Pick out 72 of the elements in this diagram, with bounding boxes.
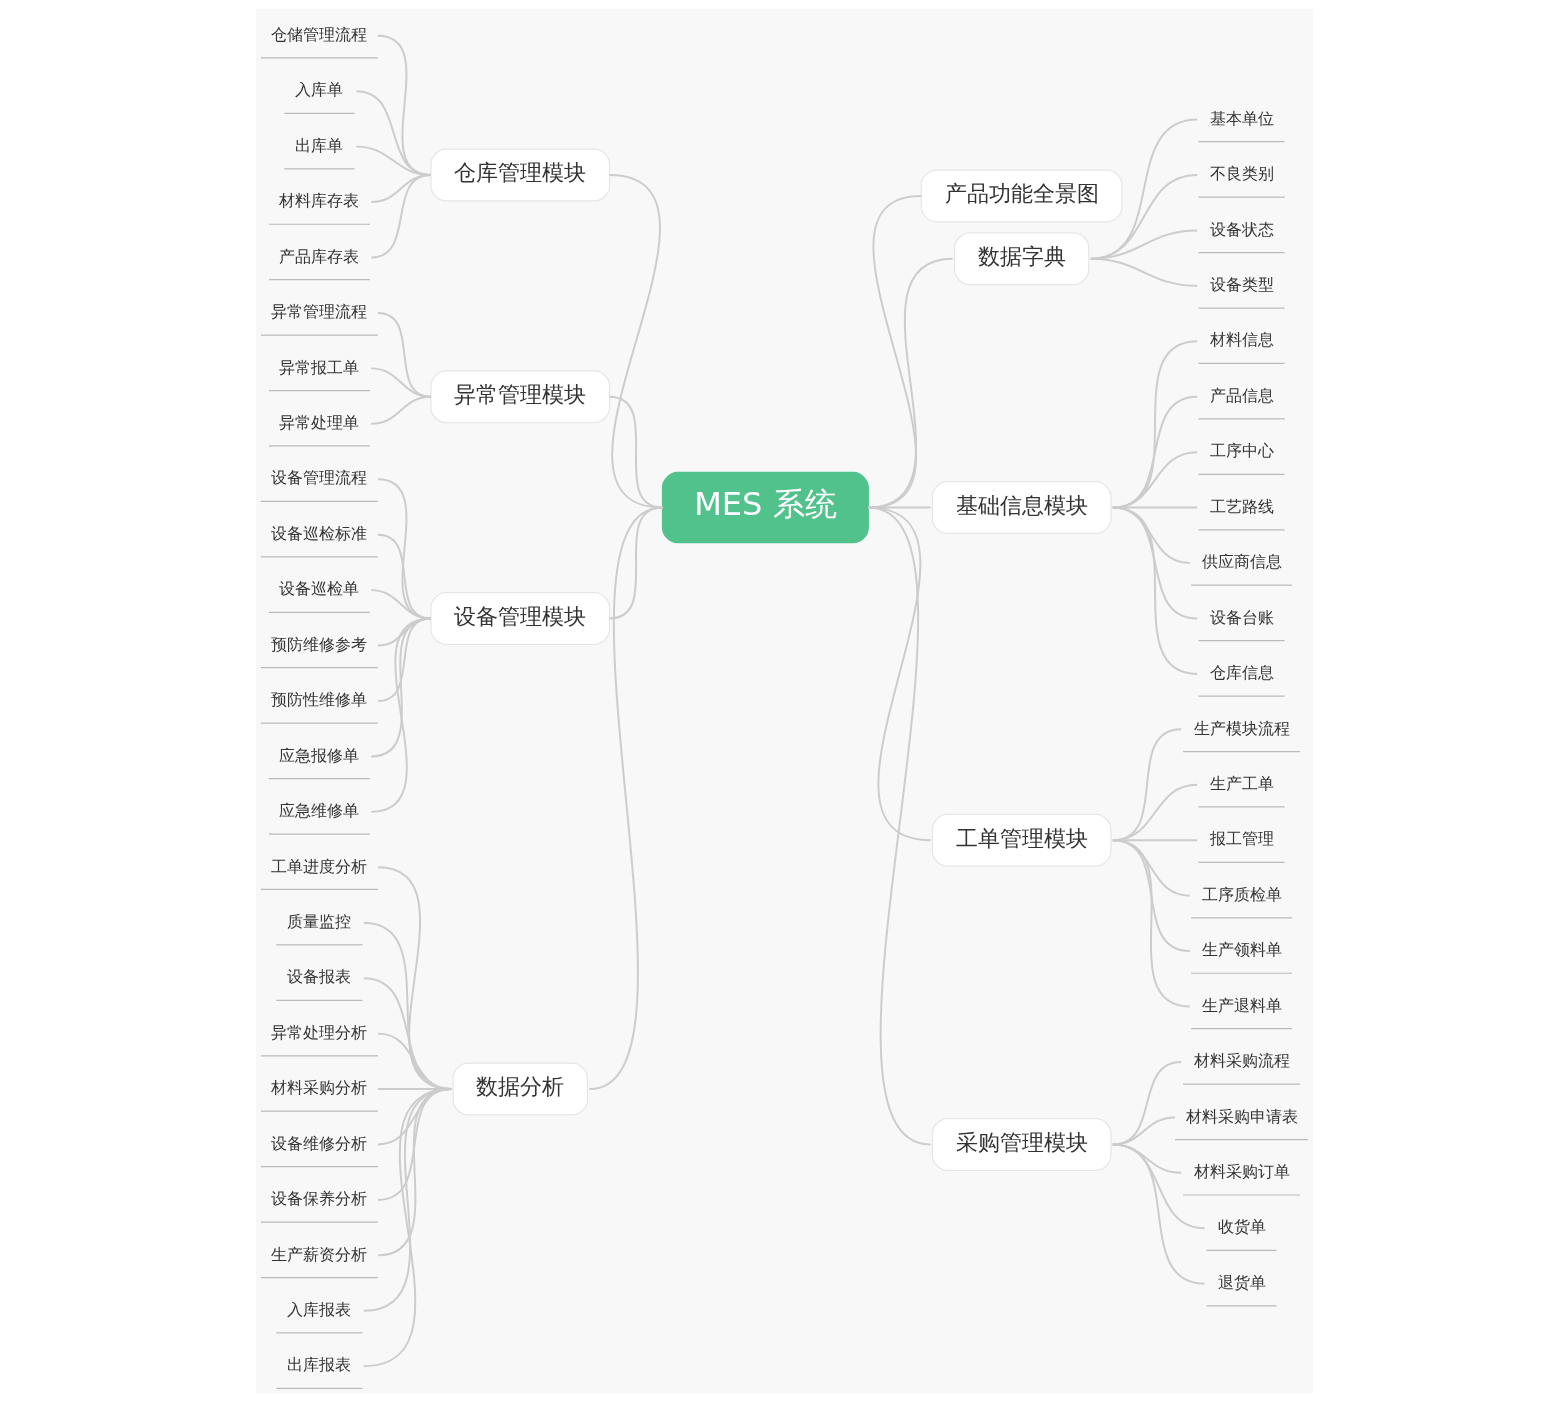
node-text: 材料信息 <box>1209 330 1274 350</box>
node-text: 生产模块流程 <box>1193 718 1290 738</box>
node-text: 异常报工单 <box>278 357 359 377</box>
node-text: 工序中心 <box>1209 441 1274 461</box>
node-text: 仓储管理流程 <box>270 24 367 44</box>
node-box: MES 系统 <box>661 471 869 544</box>
node-box: 数据字典 <box>953 232 1089 286</box>
node-text: 生产工单 <box>1209 773 1274 793</box>
connector <box>362 1088 452 1368</box>
node-text: 工艺路线 <box>1209 496 1274 516</box>
node-text: 出库报表 <box>286 1355 351 1375</box>
node-text: 工单进度分析 <box>270 856 367 876</box>
node-text: 设备报表 <box>286 967 351 987</box>
node-text: 异常处理单 <box>278 413 359 432</box>
node-text: 产品库存表 <box>278 246 359 266</box>
node-text: 产品信息 <box>1209 385 1274 405</box>
node-text: 入库单 <box>294 80 343 100</box>
node-text: 预防维修参考 <box>270 634 367 654</box>
node-text: 设备巡检标准 <box>270 523 367 543</box>
node-text: 不良类别 <box>1209 164 1274 184</box>
connector <box>369 173 432 259</box>
node-text: 材料库存表 <box>278 191 359 211</box>
node-box: 产品功能全景图 <box>920 169 1123 223</box>
node-text: 收货单 <box>1217 1217 1266 1237</box>
node-box: 设备管理模块 <box>429 591 610 645</box>
node-text: 预防性维修单 <box>270 690 367 710</box>
node-text: 质量监控 <box>286 911 351 931</box>
node-text: 材料采购申请表 <box>1185 1106 1298 1126</box>
connector <box>1111 1143 1206 1285</box>
node-text: 设备台账 <box>1209 607 1274 627</box>
connector <box>587 506 664 1091</box>
node-text: 设备管理流程 <box>270 468 367 488</box>
node-text: 生产领料单 <box>1201 940 1282 960</box>
connector <box>1111 1116 1176 1146</box>
connector <box>1111 506 1198 675</box>
node-box: 仓库管理模块 <box>429 148 610 202</box>
connector <box>608 395 664 509</box>
connector <box>1111 395 1198 509</box>
node-text: 工序质检单 <box>1201 884 1282 904</box>
node-box: 数据分析 <box>452 1062 588 1116</box>
node-text: 出库单 <box>294 135 343 155</box>
connector <box>369 395 432 425</box>
connector <box>1111 451 1198 509</box>
node-text: 基本单位 <box>1209 108 1274 128</box>
connector <box>608 173 664 509</box>
connector <box>1111 340 1198 509</box>
node-text: 设备保养分析 <box>270 1189 367 1209</box>
node-text: 异常处理分析 <box>270 1022 367 1042</box>
connector <box>1111 1060 1182 1146</box>
node-text: 供应商信息 <box>1201 552 1282 572</box>
node-text: 应急报修单 <box>278 745 359 765</box>
node-text: 设备维修分析 <box>270 1133 367 1153</box>
node-text: 异常管理流程 <box>270 302 367 322</box>
node-text: 退货单 <box>1217 1272 1266 1292</box>
node-text: 报工管理 <box>1209 829 1274 849</box>
connector <box>1111 839 1191 1008</box>
node-text: 设备类型 <box>1209 275 1274 295</box>
node-text: 材料采购订单 <box>1193 1162 1290 1182</box>
node-box: 采购管理模块 <box>931 1118 1112 1171</box>
node-text: 生产薪资分析 <box>270 1244 367 1264</box>
node-text: 仓库信息 <box>1209 663 1274 683</box>
node-text: 设备状态 <box>1209 219 1274 239</box>
node-box: 基础信息模块 <box>931 481 1112 535</box>
node-box: 异常管理模块 <box>429 370 610 424</box>
node-text: 入库报表 <box>286 1300 351 1319</box>
node-text: 材料采购流程 <box>1193 1051 1290 1071</box>
node-text: 材料采购分析 <box>270 1078 367 1098</box>
connector <box>866 506 931 1146</box>
node-text: 设备巡检单 <box>278 579 359 599</box>
node-text: 应急维修单 <box>278 801 359 821</box>
node-box: 工单管理模块 <box>931 813 1112 867</box>
node-text: 生产退料单 <box>1201 995 1282 1015</box>
